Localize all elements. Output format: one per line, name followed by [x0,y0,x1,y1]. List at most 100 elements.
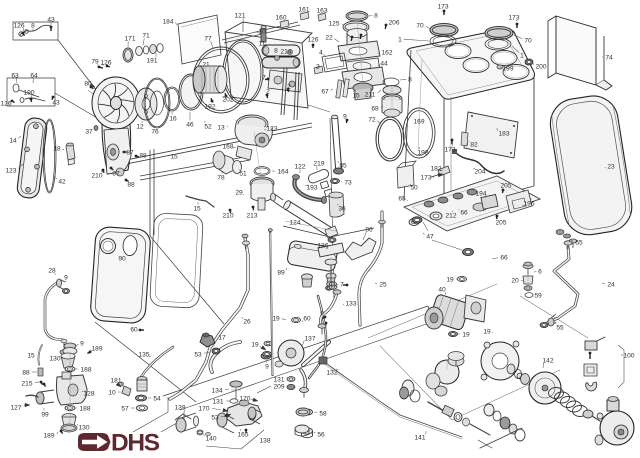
svg-text:122: 122 [294,164,305,171]
svg-text:72: 72 [368,117,376,124]
svg-text:210: 210 [91,173,102,180]
svg-text:78: 78 [217,175,225,182]
svg-text:74: 74 [605,55,613,62]
svg-text:9: 9 [64,275,68,282]
svg-text:70: 70 [524,38,532,45]
svg-text:50: 50 [410,185,418,192]
svg-text:131: 131 [273,377,284,384]
svg-text:51: 51 [239,171,247,178]
svg-text:4: 4 [319,50,323,57]
svg-text:162: 162 [381,50,392,57]
svg-text:126: 126 [0,101,11,108]
svg-text:121: 121 [234,13,245,20]
svg-text:13: 13 [217,125,225,132]
svg-text:210: 210 [222,213,233,220]
svg-text:66: 66 [460,210,468,217]
svg-text:12: 12 [136,124,144,131]
svg-text:73: 73 [344,180,352,187]
svg-text:170: 170 [239,396,250,403]
svg-text:65: 65 [398,196,406,203]
svg-text:173: 173 [444,147,455,154]
svg-text:8: 8 [408,77,412,84]
svg-text:66: 66 [500,255,508,262]
svg-text:190: 190 [23,90,34,97]
svg-text:53: 53 [211,415,219,422]
svg-text:60: 60 [130,327,138,334]
svg-text:2: 2 [266,89,270,96]
svg-text:3: 3 [316,64,320,71]
svg-text:40: 40 [438,287,446,294]
svg-text:44: 44 [380,61,388,68]
svg-text:168: 168 [222,144,233,151]
svg-text:43: 43 [52,100,60,107]
svg-text:15: 15 [352,93,360,100]
svg-text:209: 209 [273,384,284,391]
svg-text:133: 133 [345,301,356,308]
svg-text:198: 198 [417,150,428,157]
svg-text:142: 142 [542,358,553,365]
svg-text:123: 123 [266,126,277,133]
svg-text:26: 26 [243,319,251,326]
svg-text:88: 88 [22,370,30,377]
svg-text:99: 99 [41,412,49,419]
svg-text:2: 2 [287,84,291,91]
svg-text:100: 100 [623,353,634,360]
svg-text:29: 29 [235,190,243,197]
svg-text:165: 165 [237,432,248,439]
svg-text:123: 123 [5,168,16,175]
svg-text:53: 53 [194,352,202,359]
svg-text:16: 16 [169,116,177,123]
svg-text:126: 126 [13,23,24,30]
svg-text:36: 36 [338,206,346,213]
svg-text:214: 214 [280,49,291,56]
svg-text:64: 64 [30,73,38,80]
svg-text:76: 76 [151,129,159,136]
svg-text:173: 173 [420,175,431,182]
svg-text:7: 7 [340,282,344,289]
svg-text:170: 170 [198,406,209,413]
svg-text:56: 56 [317,432,325,439]
svg-text:9: 9 [265,364,269,371]
svg-text:15: 15 [193,206,201,213]
svg-text:20: 20 [511,278,519,285]
svg-text:191: 191 [146,58,157,65]
svg-text:184: 184 [162,19,173,26]
svg-text:169: 169 [413,119,424,126]
svg-text:1: 1 [520,53,524,60]
svg-text:70: 70 [416,23,424,30]
svg-text:DHS: DHS [111,430,160,454]
svg-text:188: 188 [80,367,91,374]
svg-text:43: 43 [47,17,55,24]
svg-text:182: 182 [430,166,441,173]
svg-text:128: 128 [83,391,94,398]
svg-text:8: 8 [31,23,35,30]
svg-text:60: 60 [303,316,311,323]
svg-text:126: 126 [100,60,111,67]
svg-text:85: 85 [339,163,347,170]
svg-text:192: 192 [204,104,215,111]
svg-text:37: 37 [85,129,93,136]
svg-text:132: 132 [326,370,337,377]
svg-text:42: 42 [58,179,66,186]
svg-text:183: 183 [498,131,509,138]
svg-text:80: 80 [84,81,92,88]
svg-text:9: 9 [320,311,324,318]
svg-text:15: 15 [170,154,178,161]
svg-text:1: 1 [398,37,402,44]
svg-text:87: 87 [126,150,134,157]
svg-text:139: 139 [174,405,185,412]
svg-text:87: 87 [112,171,120,178]
svg-text:23: 23 [607,164,615,171]
svg-text:140: 140 [205,436,216,443]
svg-text:206: 206 [388,20,399,27]
svg-text:212: 212 [445,213,456,220]
svg-text:89: 89 [277,270,285,277]
svg-text:135: 135 [138,352,149,359]
svg-text:19: 19 [251,342,259,349]
svg-text:57: 57 [121,406,129,413]
svg-text:19: 19 [272,316,280,323]
svg-text:213: 213 [246,213,257,220]
svg-text:88: 88 [139,153,147,160]
svg-text:82: 82 [470,142,478,149]
svg-text:189: 189 [91,346,102,353]
